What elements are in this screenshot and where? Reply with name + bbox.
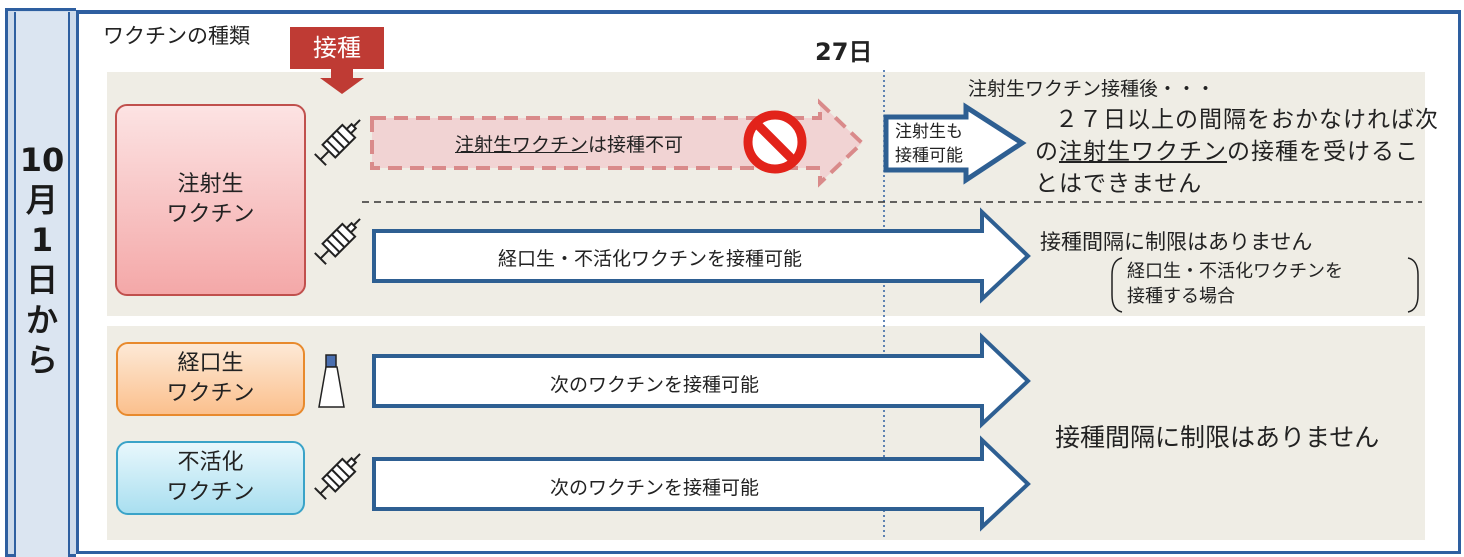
oral-vaccine-box: 経口生 ワクチン — [116, 342, 305, 416]
small-arrow-line1: 注射生も — [895, 122, 963, 142]
injectable-note: ２７日以上の間隔をおかなければ次 の注射生ワクチンの接種を受けるこ とはできませ… — [1035, 104, 1439, 200]
side-char: 月 — [25, 181, 58, 219]
injectable-line2: ワクチン — [166, 202, 255, 227]
side-label: 10 月 1 日 か ら — [14, 140, 70, 380]
oral-arrow-label: 次のワクチンを接種可能 — [550, 374, 760, 396]
blocked-suffix: は接種不可 — [588, 134, 684, 156]
inactivated-next-arrow — [372, 435, 1031, 532]
down-arrow-icon — [320, 69, 364, 94]
note-line2: の注射生ワクチンの接種を受けるこ — [1035, 136, 1439, 168]
day-27-label: 27日 — [815, 38, 873, 66]
blocked-underlined: 注射生ワクチン — [455, 134, 589, 156]
note-line3: とはできません — [1035, 171, 1203, 197]
side-char: 10 — [19, 141, 65, 179]
paren-note: 経口生・不活化ワクチンを 接種する場合 — [1127, 259, 1343, 309]
note-line2-underlined: 注射生ワクチン — [1059, 139, 1227, 165]
note-line1: ２７日以上の間隔をおかなければ次 — [1055, 107, 1439, 133]
side-char: 1 — [30, 221, 54, 259]
oral-line1: 経口生 — [177, 351, 244, 376]
side-char: ら — [25, 341, 58, 379]
syringe-icon — [314, 119, 361, 166]
side-char: か — [25, 301, 58, 339]
oral-line2: ワクチン — [166, 381, 255, 406]
prohibited-icon — [743, 110, 807, 174]
injectable-note-title: 注射生ワクチン接種後・・・ — [968, 78, 1216, 100]
bottle-icon — [318, 354, 345, 408]
paren-line1: 経口生・不活化ワクチンを — [1127, 261, 1343, 282]
inactivated-arrow-label: 次のワクチンを接種可能 — [550, 477, 760, 499]
paren-line2: 接種する場合 — [1127, 286, 1235, 307]
inactivated-line2: ワクチン — [166, 480, 255, 505]
note-line2-prefix: の — [1035, 139, 1059, 165]
oral-next-arrow — [372, 332, 1031, 429]
syringe-icon — [314, 453, 361, 500]
small-allowed-arrow — [883, 102, 1027, 185]
oral-inactivated-arrow — [372, 207, 1031, 304]
syringe-icon — [314, 218, 361, 265]
blocked-arrow-label: 注射生ワクチンは接種不可 — [455, 130, 683, 157]
note-line2-suffix: の接種を受けるこ — [1227, 139, 1419, 165]
left-paren — [1111, 257, 1123, 313]
no-limit-title: 接種間隔に制限はありません — [1040, 230, 1313, 254]
shared-no-limit-note: 接種間隔に制限はありません — [1055, 423, 1380, 452]
small-arrow-label: 注射生も 接種可能 — [895, 120, 963, 168]
injectable-vaccine-box: 注射生 ワクチン — [115, 104, 306, 296]
inactivated-vaccine-box: 不活化 ワクチン — [116, 441, 305, 515]
blocked-arrow — [370, 98, 865, 188]
injectable-line1: 注射生 — [177, 172, 244, 197]
right-paren — [1407, 257, 1419, 313]
small-arrow-line2: 接種可能 — [895, 146, 963, 166]
side-panel — [14, 12, 70, 557]
oral-inactivated-arrow-label: 経口生・不活化ワクチンを接種可能 — [498, 248, 803, 270]
side-char: 日 — [25, 261, 58, 299]
vaccine-type-header: ワクチンの種類 — [103, 24, 250, 48]
inoculation-tag: 接種 — [290, 27, 384, 69]
inactivated-line1: 不活化 — [177, 450, 244, 475]
